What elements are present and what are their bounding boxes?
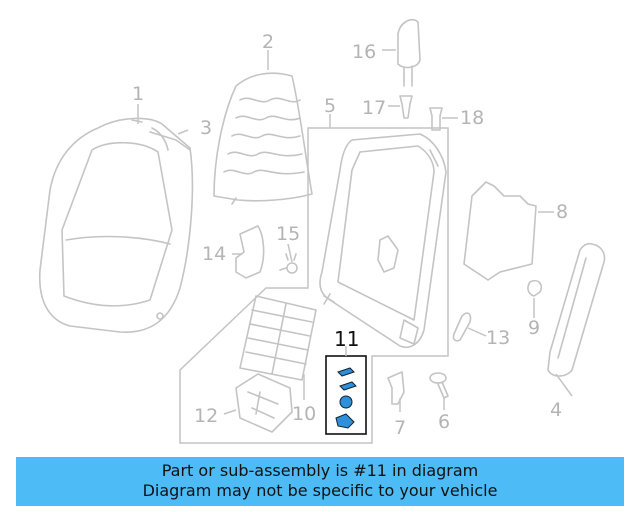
- part-13-clip: [452, 312, 472, 342]
- callout-8: 8: [556, 201, 568, 223]
- callout-6: 6: [438, 411, 450, 433]
- part-11-group: [325, 355, 367, 435]
- part-1-seat-back-cover: [38, 117, 194, 333]
- callout-1: 1: [132, 83, 144, 105]
- part-2-spring-pad: [213, 72, 313, 205]
- part-4-side-trim: [547, 242, 606, 377]
- callout-14: 14: [202, 243, 226, 265]
- banner-line-1: Part or sub-assembly is #11 in diagram: [161, 461, 479, 480]
- callout-4: 4: [550, 399, 562, 421]
- callout-15: 15: [276, 223, 300, 245]
- part-9-knob: [527, 279, 543, 297]
- callout-9: 9: [528, 317, 540, 339]
- part-17-guide: [399, 95, 413, 119]
- part-5-seat-back-frame: [319, 133, 447, 348]
- callout-3: 3: [200, 117, 212, 139]
- part-7-clip: [387, 371, 405, 405]
- callout-5: 5: [324, 95, 336, 117]
- part-11-fastener: [335, 367, 357, 429]
- frame-group-outline: [179, 127, 449, 444]
- callout-10: 10: [292, 403, 316, 425]
- part-10-lumbar-support: [239, 295, 317, 381]
- callout-16: 16: [352, 41, 376, 63]
- seat-parts-diagram: 1 2 3 4 5 6 7 8 9 10 11 12 13 14 15 16 1…: [38, 18, 606, 444]
- part-8-pad: [463, 181, 537, 281]
- callout-2: 2: [262, 31, 274, 53]
- leader-lines: [137, 49, 573, 415]
- part-14-bracket: [235, 225, 265, 279]
- part-16-headrest: [397, 18, 421, 87]
- callout-11: 11: [334, 327, 359, 351]
- callout-13: 13: [486, 327, 510, 349]
- callout-7: 7: [394, 417, 406, 439]
- part-6-bolt: [429, 372, 449, 399]
- banner-line-2: Diagram may not be specific to your vehi…: [142, 481, 498, 500]
- callout-12: 12: [194, 405, 218, 427]
- part-3-cover-side: [149, 131, 191, 151]
- part-18-guide: [429, 107, 443, 131]
- part-15-screw: [279, 253, 298, 274]
- callout-18: 18: [460, 107, 484, 129]
- part-12-bracket: [235, 373, 293, 433]
- info-banner: Part or sub-assembly is #11 in diagram D…: [16, 457, 624, 506]
- callout-17: 17: [362, 97, 386, 119]
